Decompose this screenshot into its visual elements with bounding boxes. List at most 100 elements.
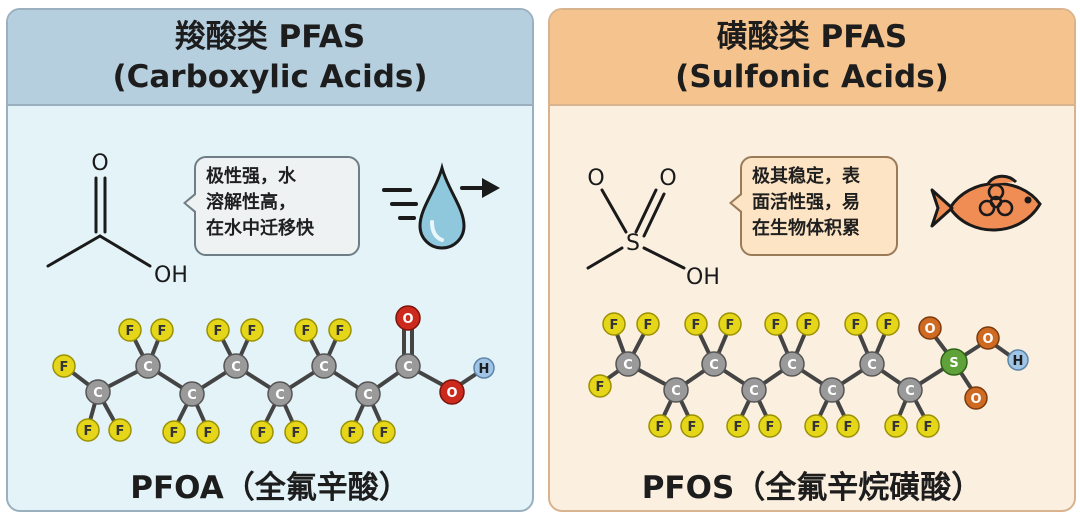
oxygen-atom: O (964, 386, 988, 410)
carbon-atom: C (85, 379, 111, 405)
svg-text:C: C (709, 358, 719, 373)
left-title-en: (Carboxylic Acids) (112, 59, 428, 95)
carbon-atom: C (135, 353, 161, 379)
svg-text:F: F (380, 426, 389, 441)
svg-text:H: H (479, 362, 490, 377)
bubble-line: 溶解性高， (206, 192, 296, 213)
svg-text:C: C (827, 384, 837, 399)
oxygen-atom: O (395, 305, 421, 331)
carbon-atom: C (223, 353, 249, 379)
bubble-line: 在水中迁移快 (206, 218, 314, 239)
sulfonyl-o1-label: O (587, 166, 604, 191)
svg-text:F: F (84, 424, 93, 439)
fluorine-atom: F (162, 420, 186, 444)
fluorine-atom: F (284, 420, 308, 444)
svg-text:F: F (170, 426, 179, 441)
svg-text:C: C (275, 388, 285, 403)
pfoa-name: PFOA（全氟辛酸） (130, 470, 410, 506)
svg-text:F: F (596, 380, 605, 395)
svg-text:O: O (446, 386, 457, 401)
fluorine-atom: F (718, 312, 742, 336)
oxygen-atom: O (918, 316, 942, 340)
svg-text:F: F (688, 420, 697, 435)
fluorine-atom: F (876, 312, 900, 336)
svg-text:C: C (867, 358, 877, 373)
svg-text:O: O (982, 332, 993, 347)
svg-text:F: F (852, 318, 861, 333)
carboxylic-group-structure: O OH (46, 151, 188, 288)
fluorine-atom: F (648, 414, 672, 438)
fluorine-atom: F (916, 414, 940, 438)
svg-text:F: F (844, 420, 853, 435)
fluorine-atom: F (196, 420, 220, 444)
fluorine-atom: F (764, 312, 788, 336)
fluorine-atom: F (240, 318, 264, 342)
svg-text:F: F (804, 318, 813, 333)
carbon-atom: C (179, 381, 205, 407)
sulfonyl-o2-label: O (659, 166, 676, 191)
svg-text:F: F (692, 318, 701, 333)
fluorine-atom: F (118, 318, 142, 342)
fluorine-atom: F (328, 318, 352, 342)
sulfonic-acids-panel: 磺酸类 PFAS (Sulfonic Acids) O O S OH 极其稳定，… (548, 8, 1076, 512)
fluorine-atom: F (602, 312, 626, 336)
hydroxyl-label: OH (686, 265, 720, 290)
svg-text:F: F (214, 324, 223, 339)
oxygen-atom: O (976, 326, 1000, 350)
left-panel-header: 羧酸类 PFAS (Carboxylic Acids) (8, 10, 532, 106)
svg-text:S: S (949, 356, 958, 371)
svg-text:O: O (402, 312, 413, 327)
fluorine-atom: F (294, 318, 318, 342)
svg-text:C: C (671, 384, 681, 399)
svg-text:C: C (93, 386, 103, 401)
carbon-atom: C (859, 351, 885, 377)
svg-text:F: F (126, 324, 135, 339)
fluorine-atom: F (884, 414, 908, 438)
fluorine-atom: F (250, 420, 274, 444)
pfos-molecule: C C C C C C C C F F F F F F F F F F F F … (588, 312, 1029, 438)
oxygen-atom: O (439, 379, 465, 405)
fluorine-atom: F (52, 354, 76, 378)
fluorine-atom: F (726, 414, 750, 438)
carboxylic-acids-panel: 羧酸类 PFAS (Carboxylic Acids) O OH 极性强，水 溶… (6, 8, 534, 512)
svg-text:C: C (187, 388, 197, 403)
svg-text:F: F (644, 318, 653, 333)
carbon-atom: C (615, 351, 641, 377)
carbonyl-o-label: O (91, 151, 108, 176)
water-drop-moving-icon (382, 162, 500, 250)
carbon-atom: C (395, 353, 421, 379)
left-title-cn: 羧酸类 PFAS (174, 19, 366, 55)
fluorine-atom: F (844, 312, 868, 336)
fluorine-atom: F (372, 420, 396, 444)
svg-text:C: C (143, 360, 153, 375)
svg-text:F: F (924, 420, 933, 435)
svg-text:F: F (884, 318, 893, 333)
carbon-atom: C (701, 351, 727, 377)
fluorine-atom: F (108, 418, 132, 442)
hydrogen-atom: H (1007, 349, 1029, 371)
fluorine-atom: F (588, 374, 612, 398)
fluorine-atom: F (150, 318, 174, 342)
right-property-bubble: 极其稳定，表 面活性强，易 在生物体积累 (729, 156, 898, 256)
svg-text:F: F (726, 318, 735, 333)
bubble-line: 极其稳定，表 (752, 166, 860, 187)
svg-text:C: C (231, 360, 241, 375)
svg-text:C: C (623, 358, 633, 373)
svg-text:F: F (60, 360, 69, 375)
svg-text:F: F (812, 420, 821, 435)
svg-text:F: F (336, 324, 345, 339)
bubble-line: 在生物体积累 (752, 218, 860, 239)
hydroxyl-label: OH (154, 263, 188, 288)
fluorine-atom: F (206, 318, 230, 342)
carbon-atom: C (311, 353, 337, 379)
fluorine-atom: F (636, 312, 660, 336)
svg-text:C: C (403, 360, 413, 375)
svg-text:F: F (116, 424, 125, 439)
svg-text:F: F (610, 318, 619, 333)
carbon-atom: C (267, 381, 293, 407)
fluorine-atom: F (684, 312, 708, 336)
svg-text:C: C (905, 384, 915, 399)
svg-text:F: F (656, 420, 665, 435)
fluorine-atom: F (836, 414, 860, 438)
pfos-name: PFOS（全氟辛烷磺酸） (641, 470, 983, 506)
